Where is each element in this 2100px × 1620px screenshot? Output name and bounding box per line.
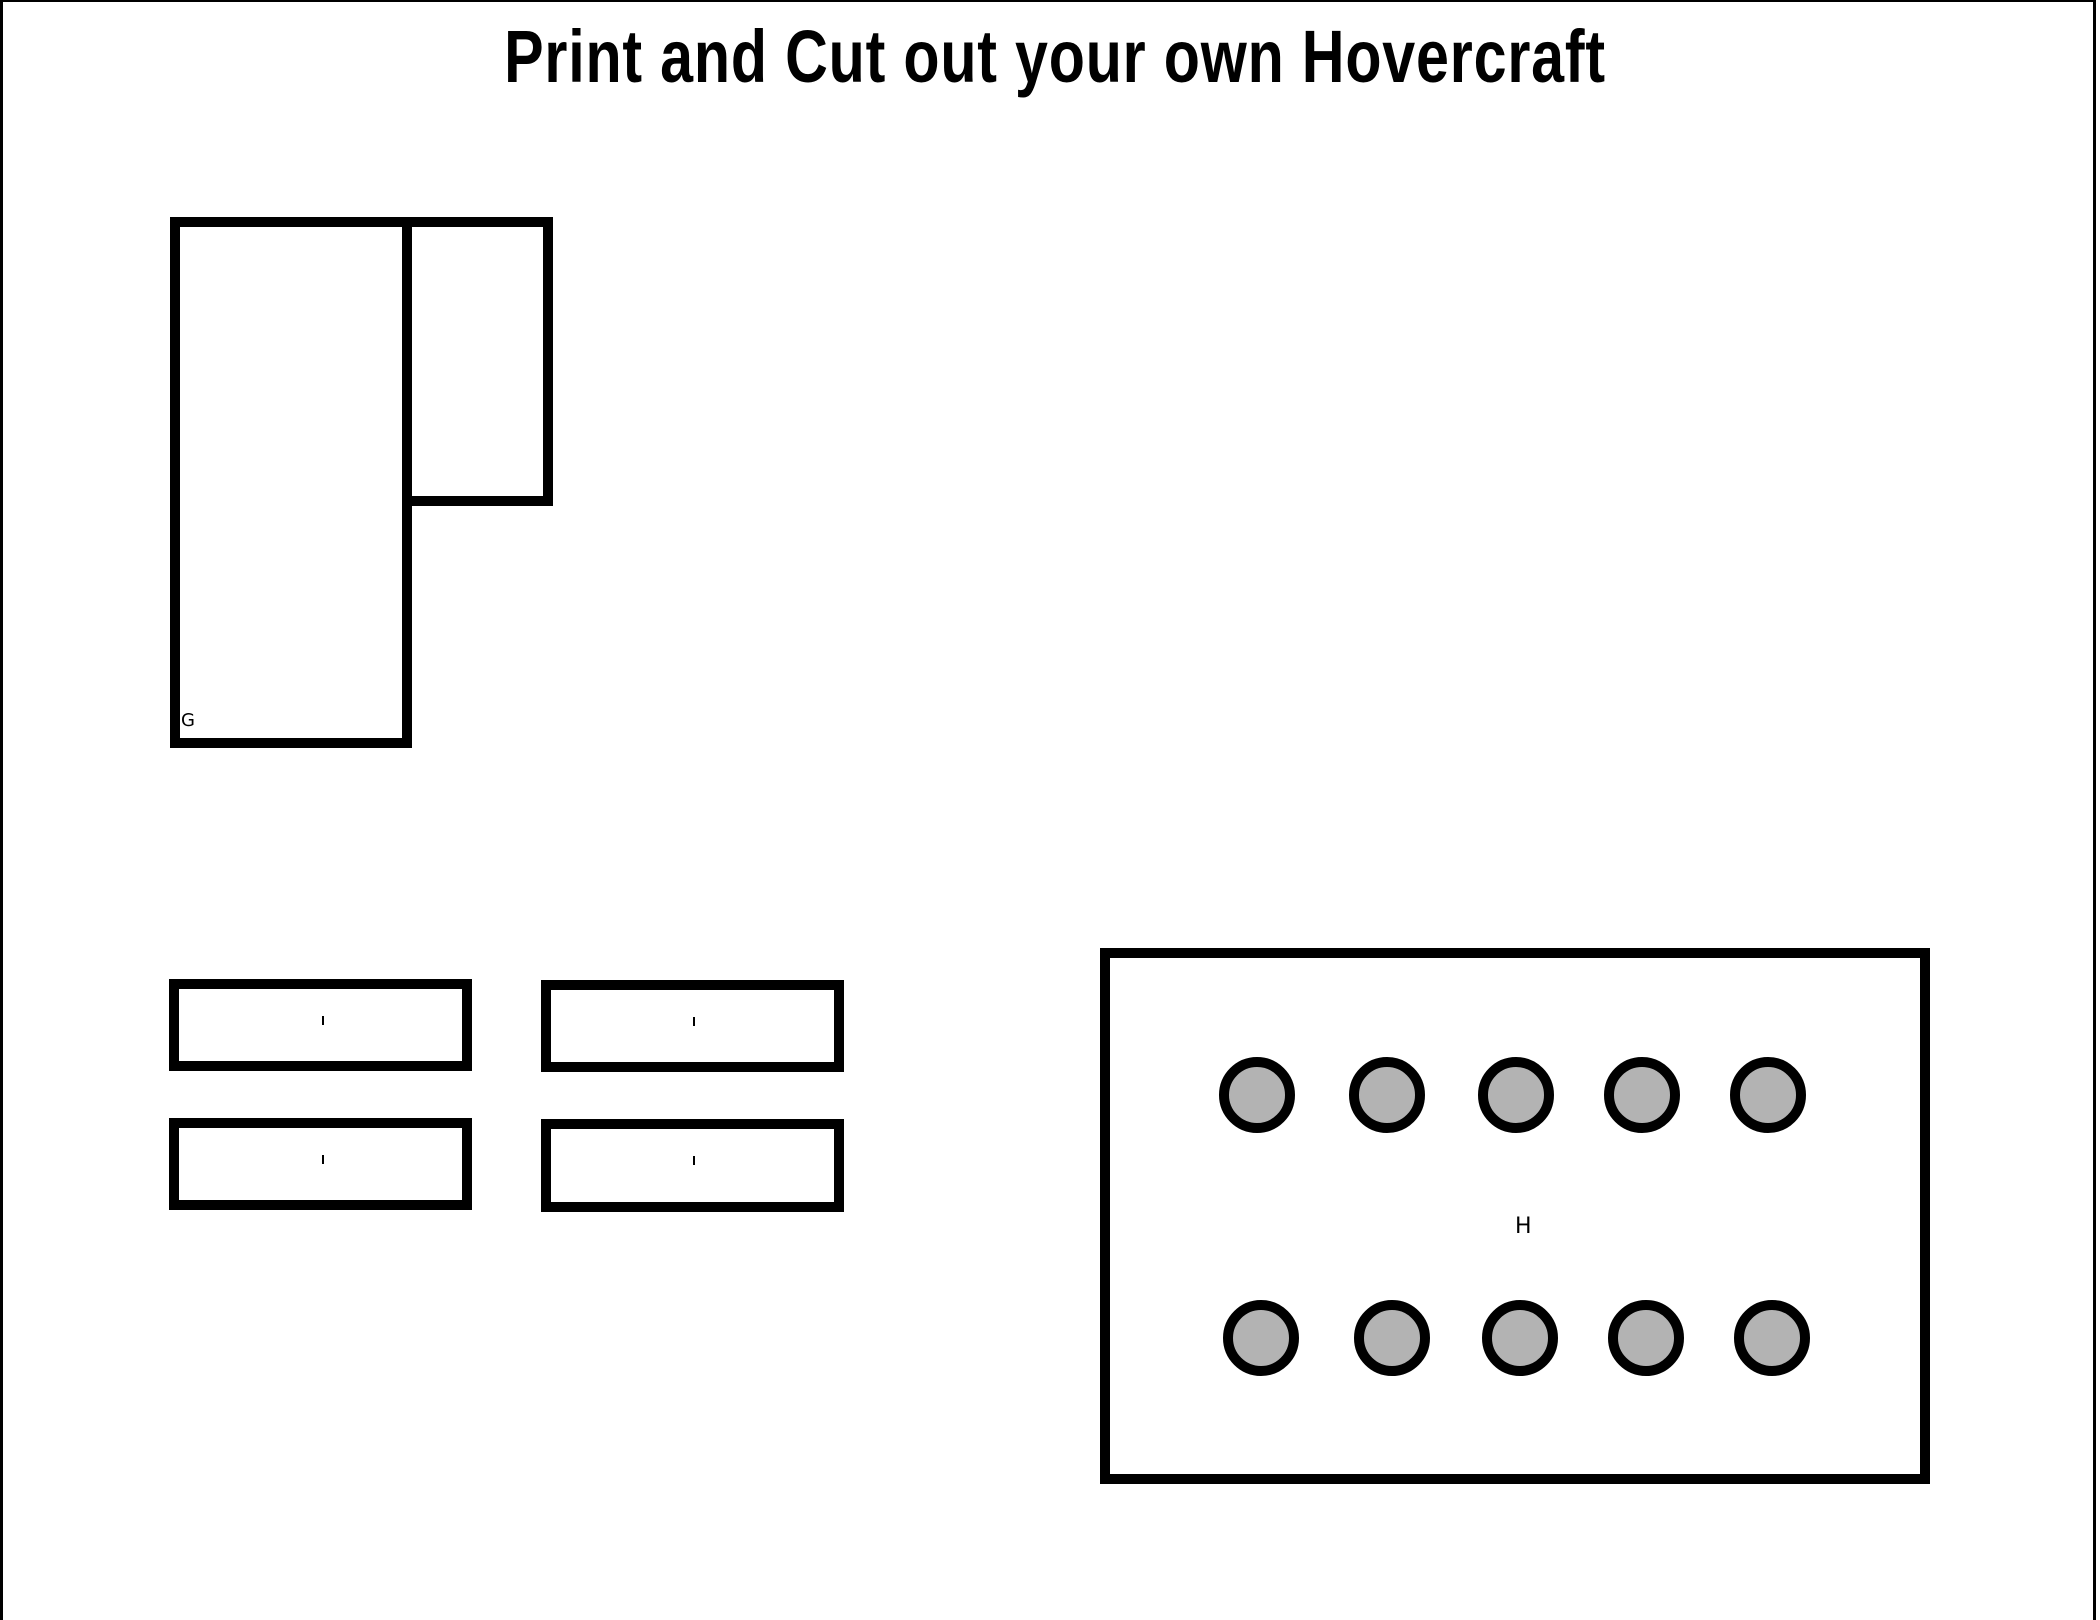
part-g-flap-panel <box>402 217 553 506</box>
strip-4-mark <box>693 1156 695 1165</box>
part-h-base-panel <box>1100 948 1930 1484</box>
hole-row1-4 <box>1604 1057 1680 1133</box>
hole-row2-4 <box>1608 1300 1684 1376</box>
strip-part-2 <box>541 980 844 1072</box>
hole-row2-5 <box>1734 1300 1810 1376</box>
strip-part-3 <box>169 1118 472 1210</box>
part-g-label: G <box>181 710 195 731</box>
part-h-label: H <box>1515 1214 1532 1239</box>
strip-part-4 <box>541 1119 844 1212</box>
strip-2-mark <box>693 1017 695 1026</box>
strip-3-mark <box>322 1155 324 1164</box>
hole-row1-2 <box>1349 1057 1425 1133</box>
part-g-main-panel <box>170 217 412 748</box>
hole-row1-1 <box>1219 1057 1295 1133</box>
hole-row1-3 <box>1478 1057 1554 1133</box>
hole-row1-5 <box>1730 1057 1806 1133</box>
hole-row2-3 <box>1482 1300 1558 1376</box>
page-title: Print and Cut out your own Hovercraft <box>504 15 1606 98</box>
hole-row2-1 <box>1223 1300 1299 1376</box>
strip-1-mark <box>322 1016 324 1025</box>
hole-row2-2 <box>1354 1300 1430 1376</box>
strip-part-1 <box>169 979 472 1071</box>
